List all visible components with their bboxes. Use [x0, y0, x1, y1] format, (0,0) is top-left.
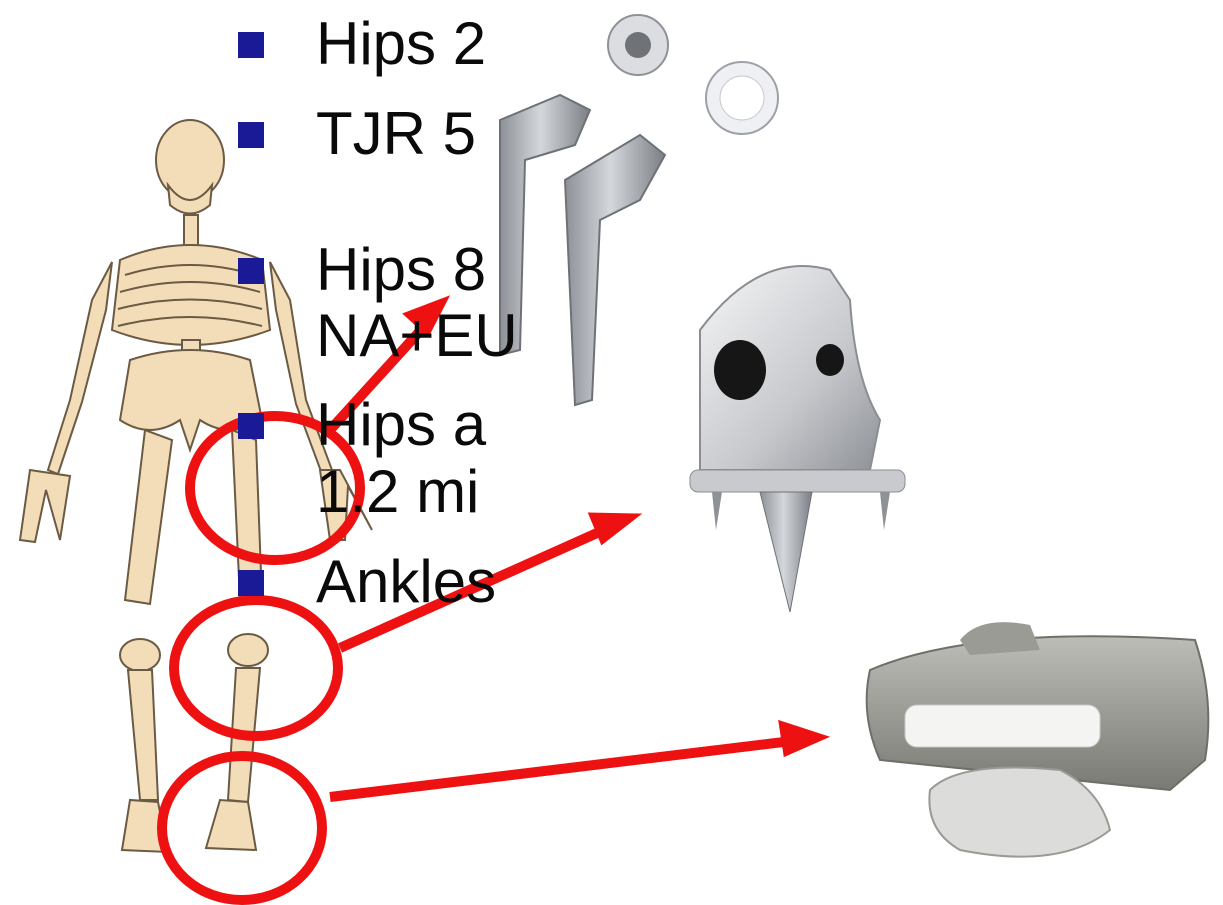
skeleton-figure	[20, 120, 372, 852]
ankle-implant	[867, 622, 1209, 857]
hip-arrow	[330, 320, 430, 430]
knee-implant	[690, 266, 905, 612]
ankle-arrow	[330, 740, 800, 797]
knee-arrow	[340, 525, 615, 648]
